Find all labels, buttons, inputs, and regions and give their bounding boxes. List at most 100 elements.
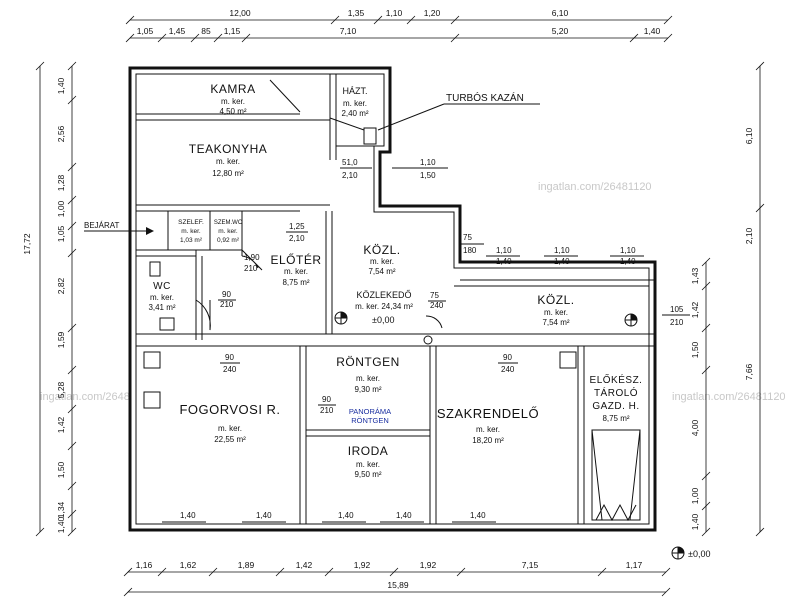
dim-label: 1,40: [644, 26, 661, 36]
svg-text:1,40: 1,40: [620, 257, 636, 266]
room-area: 12,80 m²: [212, 169, 244, 178]
room-area: 7,54 m²: [542, 318, 569, 327]
entrance-label: BEJÁRAT: [84, 221, 120, 230]
dim-label: 1,05: [137, 26, 154, 36]
dim-label: 1,40: [56, 516, 66, 533]
room-name-1: ELŐKÉSZ.: [590, 372, 643, 386]
dim-label: 1,92: [420, 560, 437, 570]
note-panorama: PANORÁMA: [349, 407, 391, 416]
svg-text:1,40: 1,40: [180, 511, 196, 520]
room-name: KÖZL.: [363, 243, 400, 257]
svg-text:90: 90: [503, 353, 512, 362]
dim-label: 1,34: [56, 501, 66, 518]
room-kind: m. ker.: [218, 424, 242, 433]
room-wc: WC m. ker. 3,41 m²: [148, 281, 175, 312]
svg-text:1,40: 1,40: [396, 511, 412, 520]
room-name: TEAKONYHA: [189, 142, 268, 156]
room-area: 1,03 m²: [180, 237, 203, 244]
dim-label: 1,16: [136, 560, 153, 570]
svg-text:240: 240: [501, 365, 515, 374]
svg-text:75: 75: [430, 291, 439, 300]
dim-top: 12,00 1,35 1,10 1,20 6,10 1,05 1,45 85 1…: [125, 8, 673, 43]
level-mark: ±0,00: [372, 315, 394, 325]
svg-text:210: 210: [670, 318, 684, 327]
room-name: ELŐTÉR: [270, 252, 321, 267]
svg-text:75: 75: [463, 233, 472, 242]
room-name: KAMRA: [210, 82, 255, 96]
note-rontgen: RÖNTGEN: [351, 416, 389, 425]
room-area: 18,20 m²: [472, 436, 504, 445]
window-label: 1,40: [322, 511, 366, 523]
svg-text:90: 90: [222, 290, 231, 299]
room-kind: m. ker.: [181, 228, 201, 235]
opening-label: 1,101,40: [544, 246, 578, 266]
window-label: 1,40: [242, 511, 286, 523]
svg-text:1,90: 1,90: [244, 253, 260, 262]
room-kozl-2: KÖZL. m. ker. 7,54 m²: [537, 293, 638, 327]
room-area: 2,40 m²: [341, 109, 368, 118]
level-mark: ±0,00: [688, 549, 710, 559]
watermark-text: ingatlan.com/26481120: [672, 391, 786, 403]
room-kind: m. ker.: [343, 99, 367, 108]
svg-text:1,40: 1,40: [256, 511, 272, 520]
opening-label: 1,10 1,40: [610, 246, 644, 266]
svg-text:1,40: 1,40: [554, 257, 570, 266]
dim-label: 2,82: [56, 277, 66, 294]
room-area: 3,41 m²: [148, 303, 175, 312]
dim-left: 1,40 2,56 1,28 1,00 1,05 2,82 1,59 5,28 …: [22, 61, 77, 537]
svg-text:210: 210: [220, 300, 234, 309]
window-label: 1,40: [380, 511, 424, 523]
room-area: 8,75 m²: [602, 414, 629, 423]
room-kind: m. ker.: [356, 374, 380, 383]
room-elokesz: ELŐKÉSZ. TÁROLÓ GAZD. H. 8,75 m²: [590, 372, 643, 522]
dim-label: 7,10: [340, 26, 357, 36]
room-kind: m. ker.: [216, 157, 240, 166]
dim-label: 1,62: [180, 560, 197, 570]
dim-label: 1,17: [626, 560, 643, 570]
dim-label: 1,40: [690, 513, 700, 530]
room-iroda: IRODA m. ker. 9,50 m²: [348, 444, 388, 479]
svg-text:240: 240: [430, 301, 444, 310]
svg-text:1,25: 1,25: [289, 222, 305, 231]
door-swings: [143, 249, 577, 409]
callout-text: TURBÓS KAZÁN: [446, 91, 524, 104]
dim-label: 1,50: [690, 341, 700, 358]
room-fogorvosi: FOGORVOSI R. m. ker. 22,55 m²: [179, 402, 280, 444]
room-area: 8,75 m²: [282, 278, 309, 287]
svg-text:90: 90: [225, 353, 234, 362]
dim-right: 6,10 2,10 1,43 1,42 1,50 4,00 1,00 1,40 …: [690, 61, 765, 537]
room-kind: m. ker.: [370, 257, 394, 266]
room-name: SZAKRENDELŐ: [437, 406, 539, 421]
dim-label: 7,15: [522, 560, 539, 570]
room-szemwc: SZEM.WC m. ker. 0,92 m²: [214, 220, 243, 244]
dim-label: 1,40: [56, 77, 66, 94]
svg-text:210: 210: [320, 406, 334, 415]
room-area: 22,55 m²: [214, 435, 246, 444]
svg-text:2,10: 2,10: [289, 234, 305, 243]
outside-level: ±0,00: [671, 546, 710, 560]
dim-label: 1,89: [238, 560, 255, 570]
svg-text:1,10: 1,10: [620, 246, 636, 255]
dim-label: 1,20: [424, 8, 441, 18]
dim-label: 1,00: [690, 487, 700, 504]
dim-label: 1,42: [690, 301, 700, 318]
dim-label: 1,00: [56, 200, 66, 217]
room-name-2: TÁROLÓ: [594, 386, 638, 399]
dim-label: 1,35: [348, 8, 365, 18]
dim-label: 6,10: [552, 8, 569, 18]
svg-text:240: 240: [223, 365, 237, 374]
room-kozl-1: KÖZL. m. ker. 7,54 m²: [363, 243, 400, 276]
svg-text:2,10: 2,10: [342, 171, 358, 180]
dim-label: 1,50: [56, 461, 66, 478]
room-kind: m. ker.: [284, 267, 308, 276]
dim-label: 1,10: [386, 8, 403, 18]
dim-label: 12,00: [229, 8, 251, 18]
opening-label: 1,101,50: [392, 158, 448, 180]
room-kamra: KAMRA m. ker. 4,50 m²: [210, 82, 255, 116]
room-kind: m. ker.: [150, 293, 174, 302]
